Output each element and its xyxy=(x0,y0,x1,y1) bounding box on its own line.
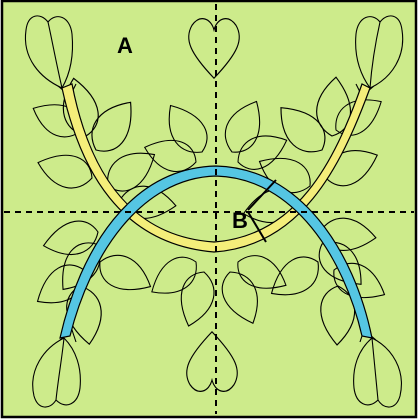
yellow-stem xyxy=(61,83,371,253)
label-a: A xyxy=(117,33,133,58)
guide-lines xyxy=(4,4,414,414)
blue-stem xyxy=(59,165,373,339)
radius-marker-line xyxy=(247,179,277,211)
label-b: B xyxy=(232,208,248,233)
radius-marker-line-lower xyxy=(247,211,267,243)
